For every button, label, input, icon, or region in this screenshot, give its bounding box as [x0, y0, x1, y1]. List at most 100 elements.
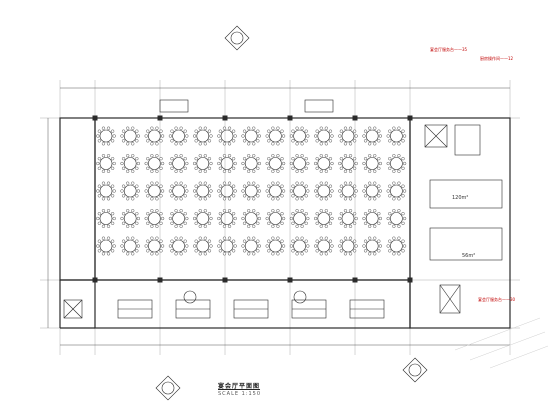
chair	[126, 236, 130, 240]
chair	[146, 239, 150, 243]
chair	[174, 197, 178, 201]
banquet-table	[293, 157, 306, 170]
chair	[252, 126, 256, 130]
chair	[183, 184, 187, 188]
chair	[348, 142, 353, 146]
banquet-table	[196, 184, 210, 198]
chair	[121, 166, 126, 170]
chair	[232, 139, 236, 143]
chair	[252, 209, 256, 213]
chair	[227, 197, 232, 201]
chair	[388, 139, 392, 143]
column	[287, 115, 293, 121]
chair	[314, 244, 318, 248]
chair	[291, 166, 295, 170]
chair	[353, 166, 357, 170]
chair	[252, 197, 256, 201]
elevator-shaft	[424, 124, 448, 148]
chair	[222, 126, 227, 130]
chair	[179, 209, 183, 213]
chair	[112, 216, 116, 221]
chair	[241, 244, 245, 248]
chair	[207, 221, 212, 225]
banquet-table	[99, 184, 113, 198]
chair	[203, 154, 207, 158]
chair	[257, 134, 261, 138]
chair	[401, 129, 405, 133]
chair	[265, 216, 269, 221]
chair	[227, 169, 232, 173]
chair	[183, 212, 187, 216]
chair	[353, 221, 357, 225]
chair	[217, 189, 221, 193]
chair	[397, 142, 401, 146]
chair	[388, 166, 392, 170]
column	[407, 277, 413, 283]
chair	[126, 197, 130, 201]
chair	[339, 166, 343, 170]
chair	[217, 244, 221, 248]
chair	[106, 209, 111, 213]
chair	[194, 221, 198, 225]
chair	[150, 224, 154, 228]
chair	[112, 161, 116, 166]
chair	[315, 129, 319, 133]
chair	[146, 157, 150, 161]
chair	[282, 244, 286, 248]
chair	[363, 194, 368, 198]
chair	[353, 157, 357, 161]
chair	[207, 239, 212, 243]
chair	[185, 216, 189, 221]
chair	[198, 142, 202, 146]
chair	[388, 157, 392, 161]
chair	[280, 166, 284, 170]
chair	[300, 224, 304, 228]
chair	[218, 129, 222, 133]
chair	[373, 181, 377, 185]
chair	[362, 134, 366, 138]
chair	[233, 216, 237, 221]
chair	[121, 184, 126, 188]
chair	[339, 212, 343, 216]
chair	[328, 221, 333, 225]
chair	[203, 181, 207, 185]
banquet-table	[244, 239, 258, 253]
chair	[295, 142, 299, 146]
chair	[289, 189, 293, 193]
chair	[291, 212, 295, 216]
chair	[218, 212, 222, 216]
chair	[276, 142, 280, 146]
chair	[97, 166, 101, 170]
chair	[257, 161, 261, 166]
chair	[392, 142, 396, 146]
chair	[146, 194, 150, 198]
chair	[397, 236, 401, 240]
chair	[338, 244, 342, 248]
chair	[256, 166, 260, 170]
banquet-table	[269, 157, 282, 170]
chair	[227, 236, 232, 240]
banquet-table	[365, 157, 379, 170]
chair	[392, 209, 396, 213]
chair	[324, 126, 328, 130]
chair	[392, 169, 396, 173]
chair	[257, 216, 261, 221]
chair	[232, 184, 236, 188]
chair	[135, 194, 139, 198]
chair	[267, 239, 271, 243]
chair	[203, 126, 207, 130]
chair	[403, 161, 407, 166]
chair	[207, 184, 212, 188]
chair	[291, 221, 295, 225]
chair	[328, 157, 333, 161]
chair	[155, 154, 159, 158]
chair	[218, 194, 222, 198]
chair	[179, 252, 183, 256]
chair	[217, 216, 221, 221]
chair	[328, 184, 333, 188]
chair	[218, 221, 222, 225]
chair	[209, 216, 213, 221]
chair	[106, 126, 111, 130]
chair	[354, 161, 358, 166]
